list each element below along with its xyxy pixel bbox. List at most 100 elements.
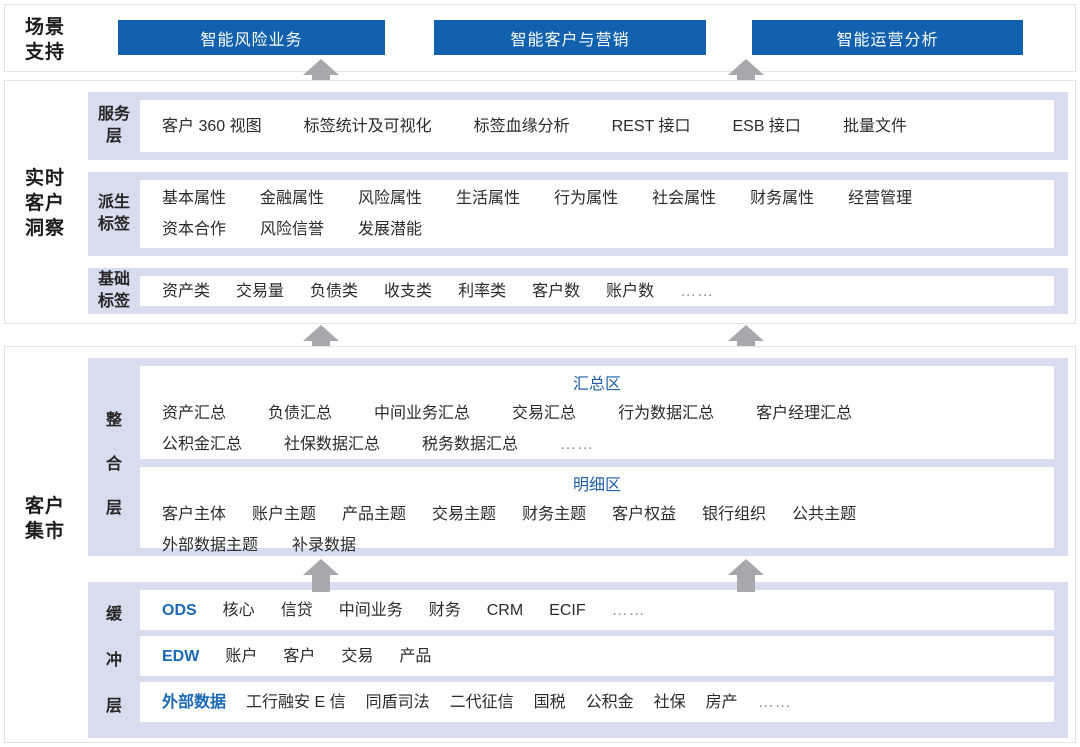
basic-tag-item[interactable]: 负债类 [310,282,359,300]
ods-item[interactable]: 核心 [222,601,255,619]
ods-item[interactable]: CRM [486,601,524,619]
group-label-customer-mart: 客户 集市 [6,494,84,544]
detail-item[interactable]: 客户权益 [612,506,677,523]
summary-zone-box: 汇总区 资产汇总 负债汇总 中间业务汇总 交易汇总 行为数据汇总 客户经理汇总 … [140,366,1054,459]
derived-tag-item[interactable]: 发展潜能 [358,221,423,238]
basic-tag-item[interactable]: 利率类 [458,282,507,300]
external-data-item[interactable]: 社保 [653,693,686,711]
detail-zone-title: 明细区 [572,477,621,494]
detail-item[interactable]: 产品主题 [342,506,407,523]
edw-item[interactable]: 交易 [341,647,374,665]
basic-tags-label: 基础 标签 [88,269,140,313]
external-data-accent-label[interactable]: 外部数据 [162,693,227,711]
summary-item[interactable]: 资产汇总 [162,405,227,422]
group-label-scene-line2: 支持 [24,42,65,63]
integration-layer-band: 整 合 层 汇总区 资产汇总 负债汇总 中间业务汇总 交易汇总 行为数据汇总 客… [88,358,1068,556]
service-layer-label: 服务 层 [88,104,140,148]
summary-item[interactable]: 税务数据汇总 [422,436,519,453]
derived-tag-item[interactable]: 社会属性 [652,190,717,207]
derived-tag-item[interactable]: 经营管理 [848,190,913,207]
external-data-item[interactable]: 二代征信 [449,693,514,711]
scene-button-operations-analysis[interactable]: 智能运营分析 [752,20,1023,55]
external-data-item[interactable]: 国税 [533,693,566,711]
arrow-up-icon [302,558,340,592]
service-item[interactable]: 批量文件 [842,117,907,135]
derived-tag-item[interactable]: 行为属性 [554,190,619,207]
buffer-layer-label-char1: 缓 [105,606,122,623]
basic-tag-item[interactable]: 交易量 [236,282,285,300]
scene-button-risk-label: 智能风险业务 [200,31,303,49]
derived-tag-item[interactable]: 财务属性 [750,190,815,207]
external-data-items: 外部数据 工行融安 E 信 同盾司法 二代征信 国税 公积金 社保 房产 …… [162,687,792,718]
summary-item[interactable]: 交易汇总 [512,405,577,422]
basic-tags-content: 资产类 交易量 负债类 收支类 利率类 客户数 账户数 …… [140,276,1054,306]
group-label-insight-line3: 洞察 [24,218,65,239]
integration-layer-label-char3: 层 [105,500,122,517]
service-item[interactable]: REST 接口 [611,117,691,135]
external-data-item[interactable]: 公积金 [585,693,634,711]
basic-tag-item[interactable]: 账户数 [606,282,655,300]
basic-tags-ellipsis: …… [680,282,715,300]
detail-item[interactable]: 账户主题 [252,506,317,523]
basic-tags-items: 资产类 交易量 负债类 收支类 利率类 客户数 账户数 …… [162,276,1032,307]
service-item[interactable]: ESB 接口 [732,117,801,135]
service-item[interactable]: 客户 360 视图 [162,117,262,135]
group-label-mart-line2: 集市 [24,521,65,542]
summary-item[interactable]: 公积金汇总 [162,436,243,453]
service-layer-items: 客户 360 视图 标签统计及可视化 标签血缘分析 REST 接口 ESB 接口… [162,111,1032,142]
summary-item[interactable]: 客户经理汇总 [756,405,853,422]
group-label-insight-line2: 客户 [24,193,65,214]
summary-item[interactable]: 社保数据汇总 [284,436,381,453]
scene-button-customer-marketing-label: 智能客户与营销 [510,31,630,49]
edw-accent-label[interactable]: EDW [162,647,200,665]
detail-item[interactable]: 交易主题 [432,506,497,523]
detail-item[interactable]: 银行组织 [702,506,767,523]
detail-item[interactable]: 公共主题 [792,506,857,523]
detail-item[interactable]: 客户主体 [162,506,227,523]
service-layer-content: 客户 360 视图 标签统计及可视化 标签血缘分析 REST 接口 ESB 接口… [140,100,1054,152]
external-data-item[interactable]: 房产 [705,693,738,711]
scene-button-customer-marketing[interactable]: 智能客户与营销 [434,20,706,55]
summary-item[interactable]: 负债汇总 [268,405,333,422]
group-label-realtime-insight: 实时 客户 洞察 [6,166,84,241]
ods-accent-label[interactable]: ODS [162,601,197,619]
summary-zone-title: 汇总区 [572,376,621,393]
ods-item[interactable]: ECIF [549,601,586,619]
detail-item[interactable]: 外部数据主题 [162,537,259,554]
service-item[interactable]: 标签血缘分析 [473,117,570,135]
scene-button-risk[interactable]: 智能风险业务 [118,20,385,55]
derived-tag-item[interactable]: 风险信誉 [260,221,325,238]
derived-tag-item[interactable]: 风险属性 [358,190,423,207]
basic-tags-label-line1: 基础 [97,271,130,288]
edw-item[interactable]: 账户 [225,647,258,665]
basic-tag-item[interactable]: 收支类 [384,282,433,300]
derived-tags-label-line2: 标签 [97,216,130,233]
ods-item[interactable]: 财务 [428,601,461,619]
external-data-row: 外部数据 工行融安 E 信 同盾司法 二代征信 国税 公积金 社保 房产 …… [140,682,1054,722]
edw-item[interactable]: 产品 [399,647,432,665]
detail-item[interactable]: 补录数据 [292,537,357,554]
external-data-ellipsis: …… [757,693,792,711]
derived-tag-item[interactable]: 生活属性 [456,190,521,207]
edw-item[interactable]: 客户 [283,647,316,665]
buffer-layer-band: 缓 冲 层 ODS 核心 信贷 中间业务 财务 CRM ECIF …… EDW … [88,582,1068,738]
external-data-item[interactable]: 工行融安 E 信 [246,693,346,711]
summary-item[interactable]: 行为数据汇总 [618,405,715,422]
service-item[interactable]: 标签统计及可视化 [303,117,432,135]
ods-ellipsis: …… [611,601,646,619]
group-label-insight-line1: 实时 [24,168,65,189]
derived-tag-item[interactable]: 金融属性 [260,190,325,207]
derived-tag-item[interactable]: 基本属性 [162,190,227,207]
summary-item[interactable]: 中间业务汇总 [374,405,471,422]
ods-item[interactable]: 中间业务 [338,601,403,619]
basic-tag-item[interactable]: 资产类 [162,282,211,300]
ods-item[interactable]: 信贷 [280,601,313,619]
group-label-scene-support: 场景 支持 [6,15,84,65]
group-label-scene-line1: 场景 [24,17,65,38]
buffer-layer-label-char2: 冲 [105,652,122,669]
external-data-item[interactable]: 同盾司法 [365,693,430,711]
basic-tag-item[interactable]: 客户数 [532,282,581,300]
derived-tag-item[interactable]: 资本合作 [162,221,227,238]
detail-item[interactable]: 财务主题 [522,506,587,523]
detail-zone-row-2: 外部数据主题 补录数据 [162,530,1032,561]
